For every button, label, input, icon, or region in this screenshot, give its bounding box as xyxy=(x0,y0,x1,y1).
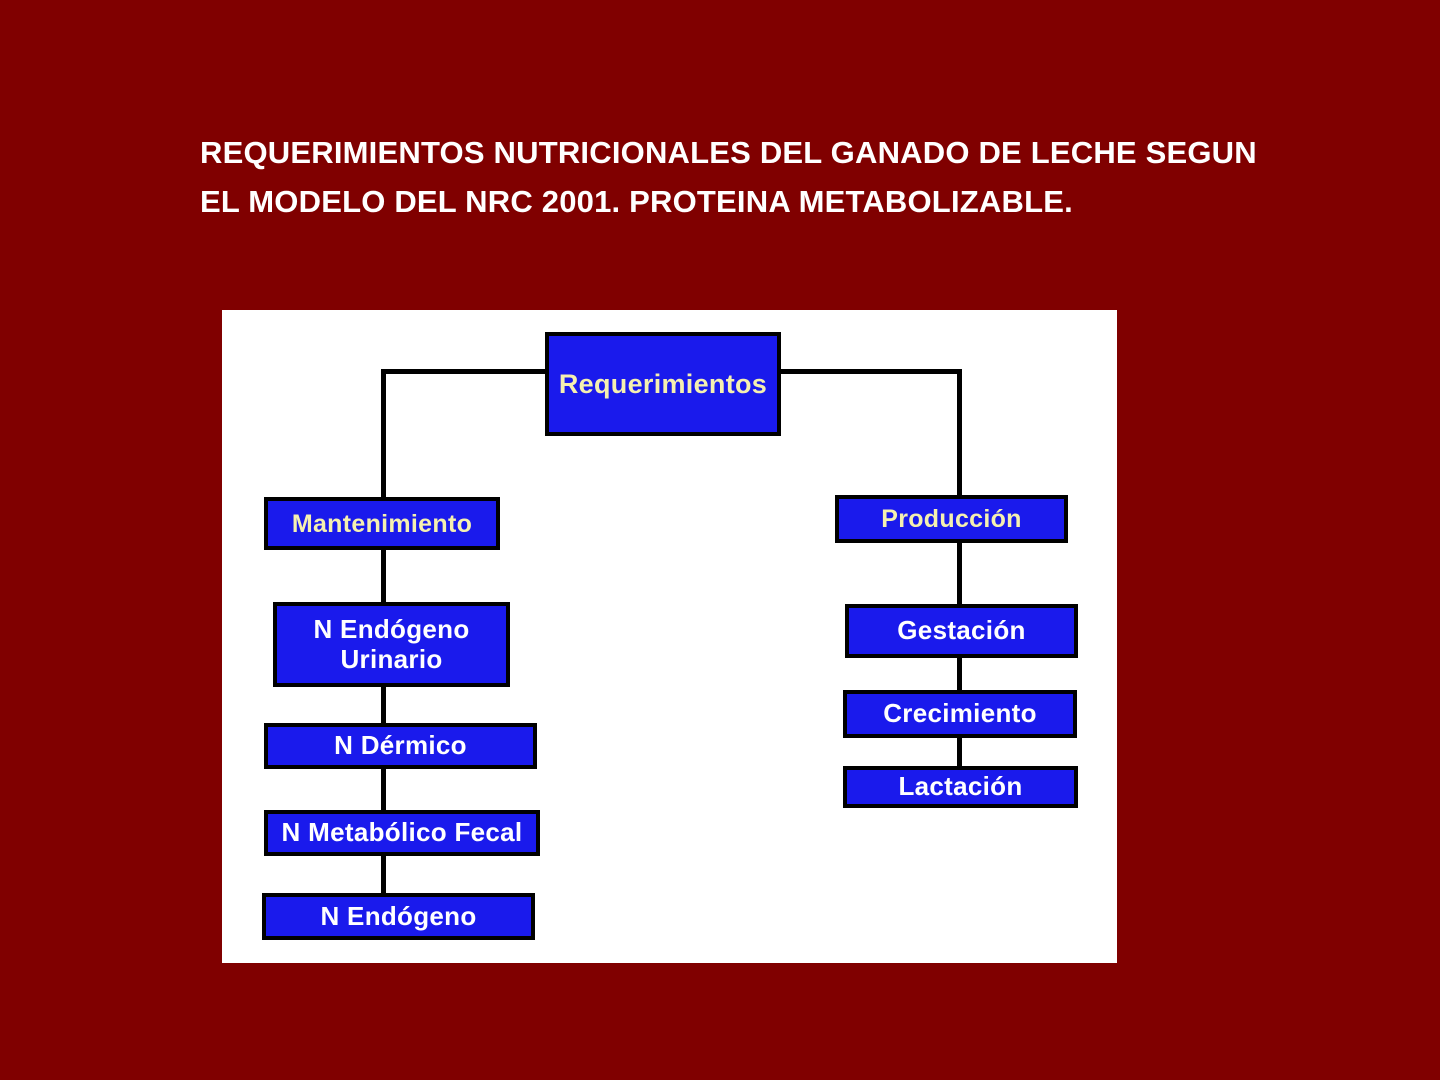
flowchart-node-label: Producción xyxy=(881,505,1022,533)
flowchart-node-label: N Metabólico Fecal xyxy=(281,817,523,848)
connector-root-to-maintenance-vertical xyxy=(381,369,386,499)
flowchart-node-n-metabolico-fecal[interactable]: N Metabólico Fecal xyxy=(264,810,540,856)
flowchart-node-crecimiento[interactable]: Crecimiento xyxy=(843,690,1077,738)
flowchart-node-label: Crecimiento xyxy=(883,698,1037,729)
connector-root-to-production-vertical xyxy=(957,369,962,497)
flowchart-node-label: N Dérmico xyxy=(334,730,467,761)
connector-urinary-n-to-dermal-n xyxy=(381,683,386,725)
flowchart-node-label: N Endógeno xyxy=(320,900,477,931)
page-title: REQUERIMIENTOS NUTRICIONALES DEL GANADO … xyxy=(200,135,1257,219)
connector-production-to-gestation xyxy=(957,540,962,606)
connector-maintenance-to-urinary-n xyxy=(381,546,386,606)
connector-fecal-n-to-endogenous-n xyxy=(381,853,386,895)
flowchart-node-mantenimiento[interactable]: Mantenimiento xyxy=(264,497,500,550)
connector-growth-to-lactation xyxy=(957,735,962,769)
flowchart-node-produccion[interactable]: Producción xyxy=(835,495,1068,543)
flowchart-node-label: Requerimientos xyxy=(558,368,768,399)
flowchart-node-label: N Endógeno Urinario xyxy=(313,614,470,674)
flowchart-node-gestacion[interactable]: Gestación xyxy=(845,604,1078,658)
flowchart-node-label: Lactación xyxy=(898,771,1023,802)
flowchart-node-requerimientos[interactable]: Requerimientos xyxy=(545,332,781,436)
connector-dermal-n-to-fecal-n xyxy=(381,766,386,812)
flowchart-node-lactacion[interactable]: Lactación xyxy=(843,766,1078,808)
connector-root-to-production-horizontal xyxy=(779,369,962,374)
flowchart-node-n-endogeno[interactable]: N Endógeno xyxy=(262,893,535,940)
flowchart-panel: Requerimientos Mantenimiento N Endógeno … xyxy=(222,310,1117,963)
flowchart-node-label: Gestación xyxy=(897,615,1026,646)
connector-root-to-maintenance-horizontal xyxy=(381,369,548,374)
flowchart-node-n-endogeno-urinario[interactable]: N Endógeno Urinario xyxy=(273,602,510,687)
flowchart-node-n-dermico[interactable]: N Dérmico xyxy=(264,723,537,769)
connector-gestation-to-growth xyxy=(957,655,962,693)
flowchart-node-label: Mantenimiento xyxy=(291,509,473,538)
